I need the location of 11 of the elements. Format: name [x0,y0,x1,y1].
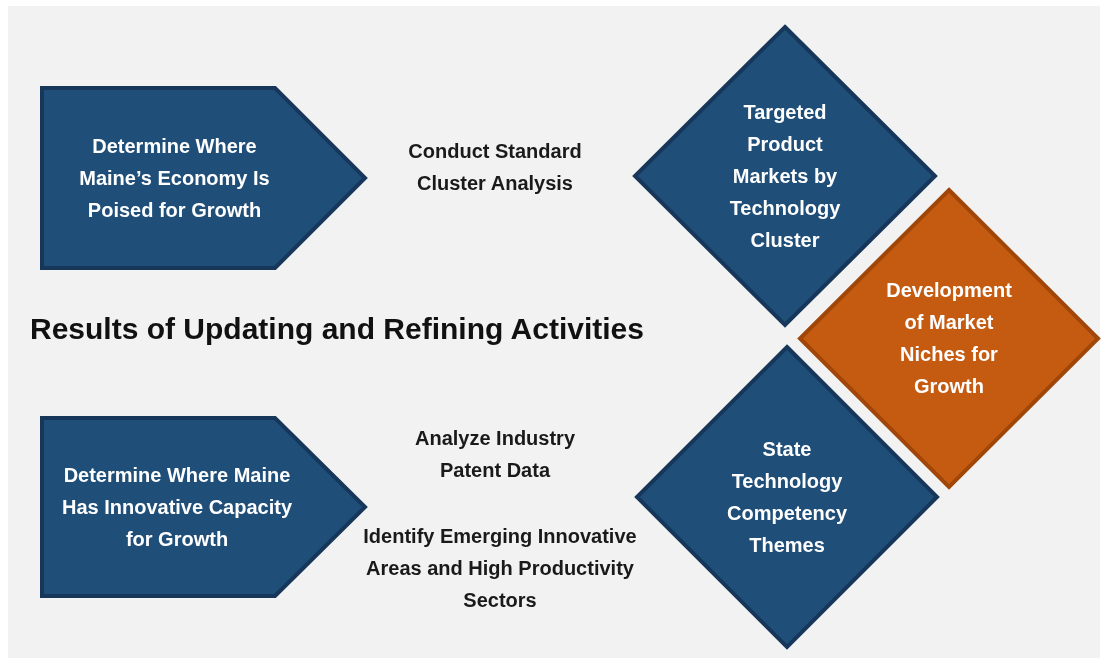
heading: Results of Updating and Refining Activities [30,312,644,346]
node-label: Determine Where Maine Has Innovative Capacity for Growth [60,463,294,552]
step-text: Analyze Industry Patent Data [413,426,576,483]
node-label: State Technology Competency Themes [727,437,847,558]
pentagon-arrow [42,88,365,268]
step-text: Identify Emerging Innovative Areas and High Productivity Sectors [362,524,638,613]
node-label: Development of Market Niches for Growth [885,278,1013,400]
step-text: Conduct Standard Cluster Analysis [407,139,583,196]
node-label: Determine Where Maine’s Economy Is Poised for Growth [78,134,271,223]
node-label: Targeted Product Markets by Technology Cluster [728,100,842,253]
pentagon-arrow [42,418,365,596]
